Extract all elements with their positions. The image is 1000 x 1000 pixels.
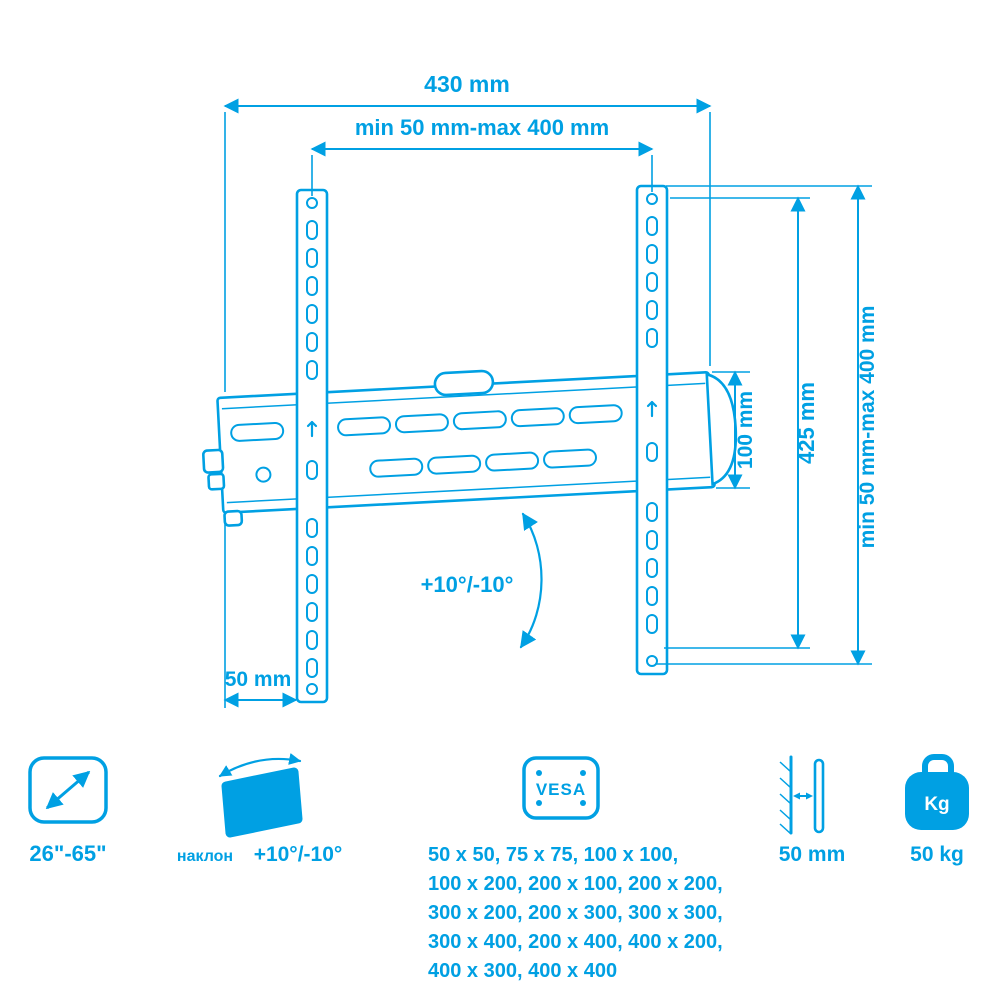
tilt-arc-arrow: [519, 512, 543, 649]
dim-vesa-vertical-label: min 50 mm-max 400 mm: [856, 306, 879, 549]
weight-icon: Kg: [905, 754, 969, 830]
tilt-name-label: наклон: [177, 848, 233, 865]
wall-distance-label: 50 mm: [779, 843, 846, 866]
dimension-bracket-height: 425 mm: [664, 196, 819, 650]
vesa-sizes-line: 300 x 400, 200 x 400, 400 x 200,: [428, 931, 723, 953]
wall-distance-icon: [779, 755, 825, 835]
vesa-sizes-line: 100 x 200, 200 x 100, 200 x 200,: [428, 873, 723, 895]
vesa-sizes-line: 400 x 300, 400 x 400: [428, 960, 617, 982]
vesa-sizes-line: 300 x 200, 200 x 300, 300 x 300,: [428, 902, 723, 924]
dimension-vesa-vertical: min 50 mm-max 400 mm: [656, 184, 879, 666]
weight-unit-label: Kg: [924, 794, 949, 815]
dimension-rail-width: 50 mm: [223, 518, 298, 708]
kettlebell-body: [905, 772, 969, 830]
tilt-annotation: +10°/-10°: [421, 512, 543, 649]
dim-bracket-height-label: 425 mm: [794, 382, 819, 464]
plate-handle: [433, 369, 495, 397]
plate-screw: [255, 466, 272, 483]
dim-plate-height-label: 100 mm: [734, 391, 757, 469]
weight-value-label: 50 kg: [910, 843, 964, 866]
vesa-badge-label: VESA: [536, 780, 586, 799]
tilted-screen-shape: [221, 767, 303, 838]
tilt-icon: [218, 753, 303, 838]
tilt-range-label: +10°/-10°: [421, 572, 514, 597]
screen-size-label: 26"-65": [29, 841, 106, 866]
dim-rail-width-label: 50 mm: [225, 668, 292, 691]
vesa-sizes-list: 50 x 50, 75 x 75, 100 x 100, 100 x 200, …: [428, 844, 723, 982]
dimension-plate-height: 100 mm: [712, 370, 757, 490]
tilt-value-label: +10°/-10°: [254, 843, 343, 866]
dim-rail-span-label: min 50 mm-max 400 mm: [355, 115, 609, 140]
screen-size-icon: [28, 756, 108, 824]
vesa-badge-icon: VESA: [522, 756, 600, 820]
vesa-sizes-line: 50 x 50, 75 x 75, 100 x 100,: [428, 844, 678, 866]
left-rail: [295, 188, 329, 704]
dimension-rail-span: min 50 mm-max 400 mm: [310, 115, 654, 196]
diagonal-arrow-icon: [45, 770, 91, 810]
dimension-top-width: 430 mm: [223, 71, 712, 392]
right-rail: [635, 184, 669, 676]
tilt-curve-arrow-icon: [218, 753, 302, 778]
dim-top-width-label: 430 mm: [424, 71, 510, 97]
